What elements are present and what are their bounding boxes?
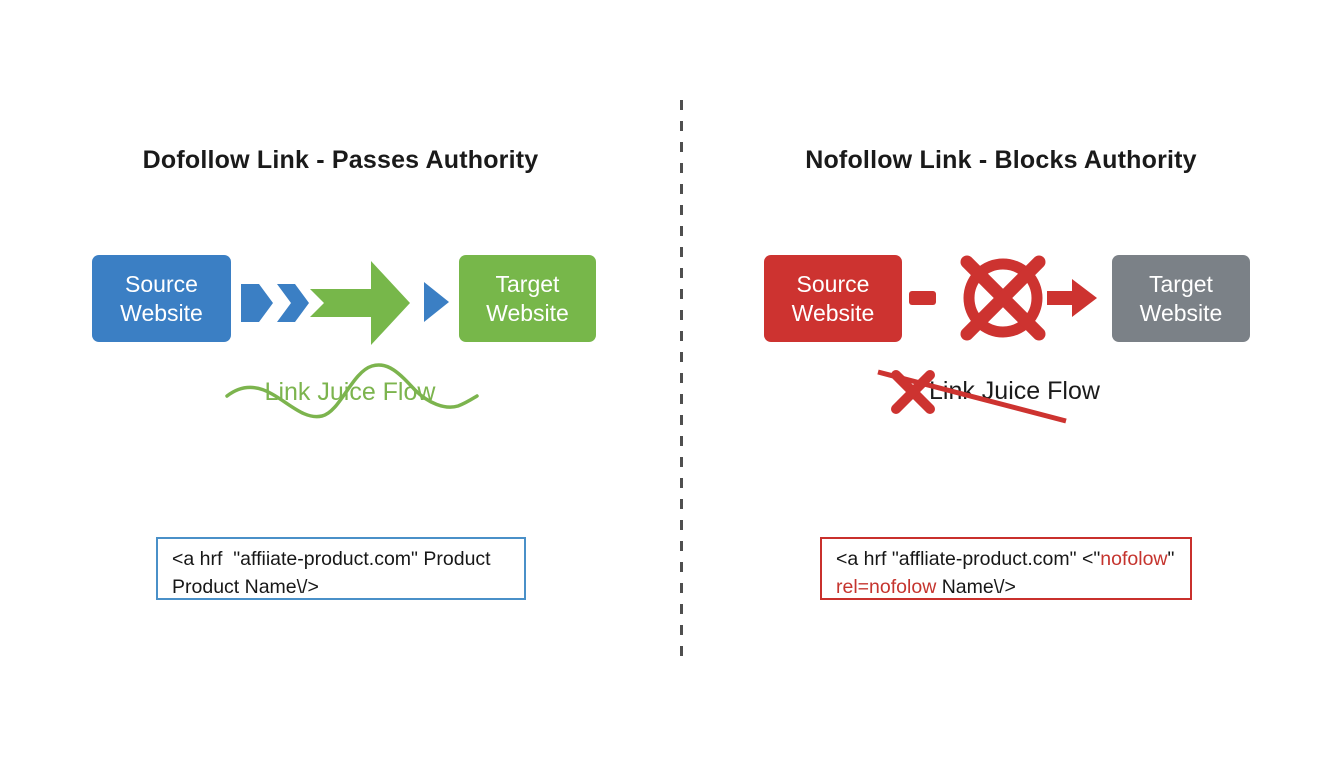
dashed-divider bbox=[680, 100, 683, 665]
code-line: <a hrf "affiiate-product.com" Product bbox=[172, 548, 491, 570]
dofollow-flow-label: Link Juice Flow bbox=[264, 378, 436, 406]
nofollow-title: Nofollow Link - Blocks Authority bbox=[805, 146, 1197, 174]
x-strikethrough-icon bbox=[877, 369, 1067, 424]
code-segment-nofollow: nofolow bbox=[1100, 548, 1168, 570]
wave-flow-icon bbox=[225, 363, 479, 419]
blocked-link-icon bbox=[909, 255, 1097, 341]
dofollow-title: Dofollow Link - Passes Authority bbox=[142, 146, 539, 174]
dofollow-target-box: Target Website bbox=[459, 255, 596, 342]
dofollow-code-snippet: <a hrf "affiiate-product.com" Product Pr… bbox=[156, 537, 526, 600]
code-segment: <a hrf "affliate-product.com" <" bbox=[836, 548, 1101, 570]
nofollow-code-snippet: <a hrf "affliate-product.com" <"nofolow"… bbox=[820, 537, 1192, 600]
code-line: rel=nofolow Name\/> bbox=[836, 574, 1190, 602]
code-line: Product Name\/> bbox=[172, 575, 319, 598]
link-flow-arrow-icon bbox=[241, 261, 449, 345]
nofollow-source-box: Source Website bbox=[764, 255, 902, 342]
code-segment: " bbox=[1167, 548, 1175, 570]
code-line: <a hrf "affliate-product.com" <"nofolow" bbox=[836, 546, 1190, 574]
nofollow-target-box: Target Website bbox=[1112, 255, 1250, 342]
dofollow-source-box: Source Website bbox=[92, 255, 231, 342]
code-segment-rel-nofollow: rel=nofolow bbox=[836, 575, 937, 598]
code-segment: Name\/> bbox=[936, 575, 1016, 598]
